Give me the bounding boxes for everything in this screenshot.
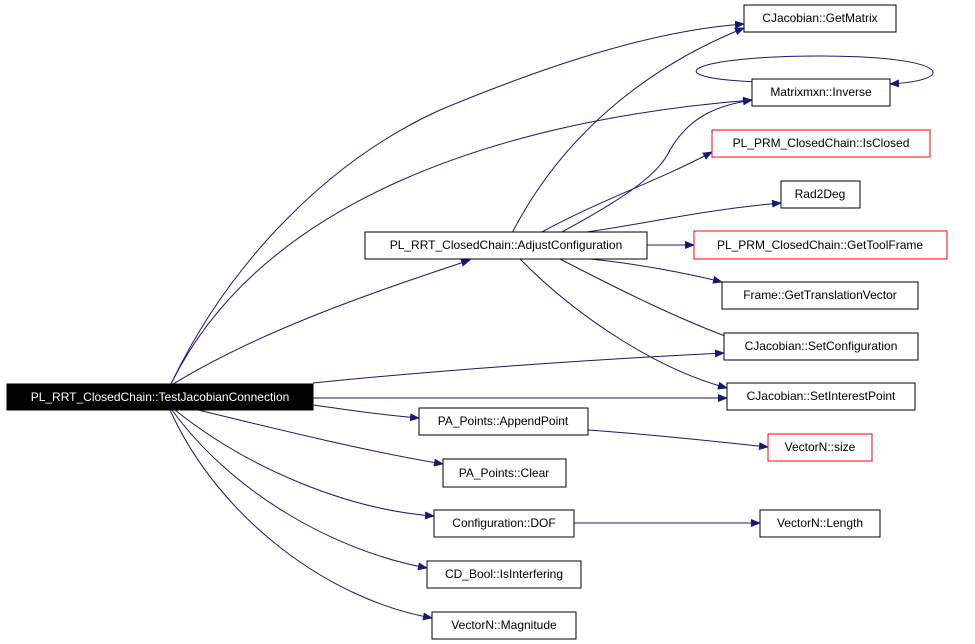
node-label: CJacobian::SetConfiguration xyxy=(745,339,898,353)
node-label: VectorN::Magnitude xyxy=(451,618,557,632)
node-rad2deg[interactable]: Rad2Deg xyxy=(780,180,861,209)
node-is-closed[interactable]: PL_PRM_ClosedChain::IsClosed xyxy=(711,129,931,158)
edge-test-to-clear xyxy=(189,407,444,467)
node-dof[interactable]: Configuration::DOF xyxy=(433,509,575,538)
node-label: PA_Points::AppendPoint xyxy=(438,414,569,428)
node-test-jacobian-connection[interactable]: PL_RRT_ClosedChain::TestJacobianConnecti… xyxy=(6,383,314,411)
edge-test-to-inverse xyxy=(169,96,753,387)
edge-adjust-to-inverse xyxy=(559,97,753,234)
edge-adjust-to-set-interest-point xyxy=(519,258,728,390)
node-label: PL_PRM_ClosedChain::GetToolFrame xyxy=(717,238,923,252)
node-inverse[interactable]: Matrixmxn::Inverse xyxy=(751,78,891,107)
node-label: PL_RRT_ClosedChain::TestJacobianConnecti… xyxy=(31,390,290,404)
node-label: PL_PRM_ClosedChain::IsClosed xyxy=(733,136,910,150)
node-clear[interactable]: PA_Points::Clear xyxy=(442,458,567,488)
edge-inverse-self-loop xyxy=(695,55,934,88)
node-label: Rad2Deg xyxy=(795,187,846,201)
adjust-edges xyxy=(511,27,782,390)
node-label: PA_Points::Clear xyxy=(459,466,550,480)
node-append-point[interactable]: PA_Points::AppendPoint xyxy=(418,407,589,436)
edge-adjust-to-is-closed xyxy=(539,151,713,234)
node-label: Configuration::DOF xyxy=(452,516,555,530)
node-adjust-configuration[interactable]: PL_RRT_ClosedChain::AdjustConfiguration xyxy=(364,231,648,260)
node-label: Matrixmxn::Inverse xyxy=(770,85,872,99)
edge-test-to-set-configuration xyxy=(312,349,725,384)
node-label: CJacobian::GetMatrix xyxy=(762,11,877,25)
node-vectorn-length[interactable]: VectorN::Length xyxy=(759,509,881,538)
edges xyxy=(169,20,753,621)
node-is-interfering[interactable]: CD_Bool::IsInterfering xyxy=(426,560,582,589)
edge-adjust-to-get-translation-vector xyxy=(589,258,723,284)
edge-adjust-to-rad2deg xyxy=(579,199,782,234)
node-get-matrix[interactable]: CJacobian::GetMatrix xyxy=(743,4,897,33)
node-set-configuration[interactable]: CJacobian::SetConfiguration xyxy=(723,332,919,361)
node-get-tool-frame[interactable]: PL_PRM_ClosedChain::GetToolFrame xyxy=(693,230,948,260)
node-get-translation-vector[interactable]: Frame::GetTranslationVector xyxy=(721,281,919,310)
edge-test-to-adjust xyxy=(169,259,471,387)
edge-test-to-is-interfering xyxy=(171,409,428,571)
edge-test-to-dof xyxy=(174,409,435,520)
node-label: PL_RRT_ClosedChain::AdjustConfiguration xyxy=(390,238,623,252)
node-label: CJacobian::SetInterestPoint xyxy=(747,389,896,403)
other-edges xyxy=(574,55,934,527)
edge-test-to-append-point xyxy=(312,404,420,422)
node-label: VectorN::size xyxy=(785,440,856,454)
node-label: CD_Bool::IsInterfering xyxy=(445,567,563,581)
node-label: Frame::GetTranslationVector xyxy=(743,288,897,302)
node-set-interest-point[interactable]: CJacobian::SetInterestPoint xyxy=(726,382,916,411)
node-magnitude[interactable]: VectorN::Magnitude xyxy=(431,611,577,640)
edge-test-to-get-matrix xyxy=(169,20,745,387)
node-vectorn-size[interactable]: VectorN::size xyxy=(767,433,873,462)
edge-adjust-to-set-configuration xyxy=(559,258,737,341)
edge-test-to-magnitude xyxy=(169,409,433,621)
edge-append-point-to-size xyxy=(587,429,769,451)
edge-adjust-to-get-matrix xyxy=(511,27,745,234)
node-label: VectorN::Length xyxy=(777,516,863,530)
